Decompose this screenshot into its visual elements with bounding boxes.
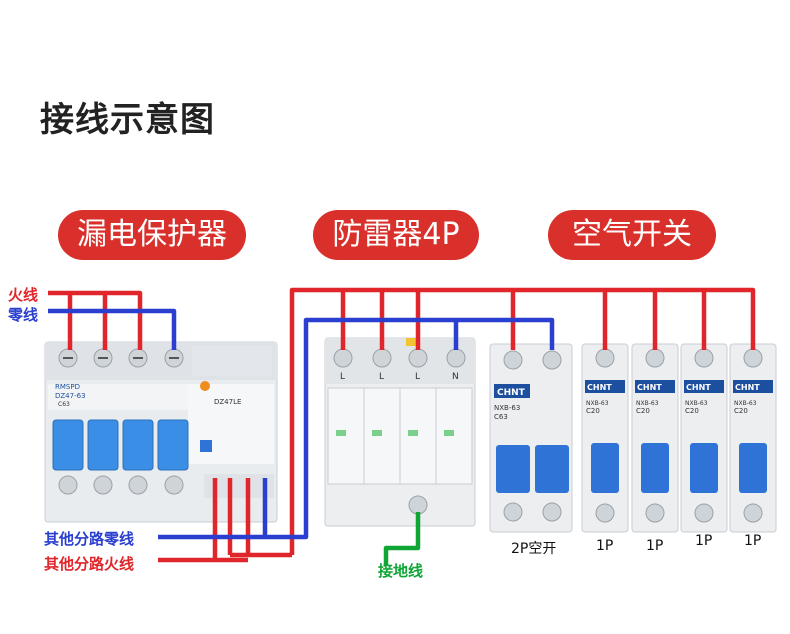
breaker-caption: 1P [646,538,664,554]
breaker-1p [581,343,629,533]
wires [48,287,756,565]
breaker-caption: 1P [695,533,713,549]
neutral-bus [158,317,555,540]
category-label: 防雷器4P [332,217,460,252]
breaker-caption: 2P空开 [511,541,557,557]
live-wire-in [48,290,143,350]
category-label: 漏电保护器 [77,217,227,252]
breaker-brand: CHNT [497,388,526,398]
rcd-brand: RMSPD [55,383,80,391]
rcd-model: DZ47-63 [55,392,86,400]
spd-pole-label: L [340,372,345,382]
breaker-brand: CHNT [587,383,612,392]
live-bus [289,287,756,555]
page-title: 接线示意图 [40,100,215,140]
breaker-spec: C63 [494,413,508,421]
spd-pole-label: N [452,372,459,382]
branch-neutral-label: 其他分路零线 [44,530,135,548]
category-pill-spd: 防雷器4P [313,210,479,260]
breaker-spec: C20 [636,407,650,415]
rcd-model-right: DZ47LE [214,398,241,406]
rcd-spec: C63 [58,401,70,408]
breaker-brand: CHNT [686,383,711,392]
neutral-wire-label: 零线 [8,306,39,324]
breaker-1p [729,343,777,533]
spd-device [324,337,476,527]
breaker-model: NXB-63 [734,400,757,407]
live-wire-label: 火线 [8,286,39,304]
breaker-model: NXB-63 [636,400,659,407]
category-pill-breaker: 空气开关 [548,210,716,260]
spd-pole-label: L [379,372,384,382]
breaker-brand: CHNT [637,383,662,392]
ground-wire [383,512,421,565]
breaker-2p [489,343,573,533]
ground-wire-label: 接地线 [378,562,424,580]
rcd-device [44,341,278,523]
category-pill-rcd: 漏电保护器 [58,210,246,260]
neutral-wire-in [48,308,177,350]
breaker-spec: C20 [734,407,748,415]
breaker-brand: CHNT [735,383,760,392]
branch-live-label: 其他分路火线 [44,555,135,573]
spd-pole-label: L [415,372,420,382]
breaker-model: NXB-63 [586,400,609,407]
breaker-1p [631,343,679,533]
breaker-1p [680,343,728,533]
breaker-model: NXB-63 [494,404,520,412]
breaker-model: NXB-63 [685,400,708,407]
breaker-spec: C20 [685,407,699,415]
breaker-caption: 1P [596,538,614,554]
category-label: 空气开关 [572,217,692,252]
breaker-spec: C20 [586,407,600,415]
breaker-caption: 1P [744,533,762,549]
